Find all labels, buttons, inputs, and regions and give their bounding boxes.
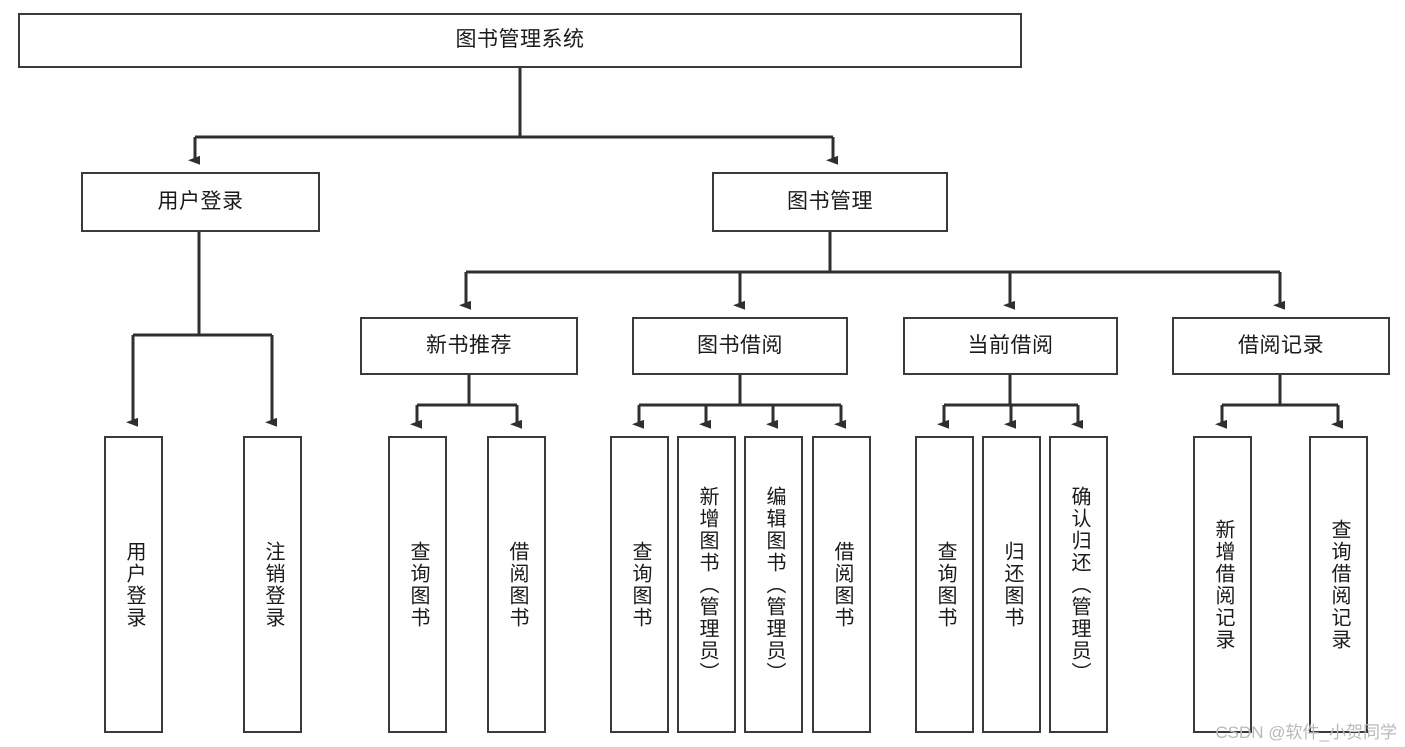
node-book-borrow[interactable]: 图书借阅 xyxy=(632,317,848,375)
node-root-label: 图书管理系统 xyxy=(455,28,585,52)
node-leaf-borrow-book-2[interactable]: 借阅图书 xyxy=(812,436,871,733)
node-leaf-edit-book-label: 编辑图书（管理员） xyxy=(763,485,785,684)
node-borrow-record[interactable]: 借阅记录 xyxy=(1172,317,1390,375)
node-leaf-borrow-book-1[interactable]: 借阅图书 xyxy=(487,436,546,733)
node-leaf-query-book-2-label: 查询图书 xyxy=(629,540,651,629)
node-leaf-user-login[interactable]: 用户登录 xyxy=(104,436,163,733)
node-leaf-query-book-1[interactable]: 查询图书 xyxy=(388,436,447,733)
node-borrow-record-label: 借阅记录 xyxy=(1238,333,1324,357)
node-leaf-return-book-label: 归还图书 xyxy=(1001,540,1023,629)
node-user-login[interactable]: 用户登录 xyxy=(81,172,320,232)
node-leaf-query-book-3[interactable]: 查询图书 xyxy=(915,436,974,733)
node-leaf-query-book-1-label: 查询图书 xyxy=(407,540,429,629)
node-leaf-query-record-label: 查询借阅记录 xyxy=(1328,518,1350,651)
node-leaf-add-record-label: 新增借阅记录 xyxy=(1212,518,1234,651)
node-leaf-return-book[interactable]: 归还图书 xyxy=(982,436,1041,733)
node-new-book-recommend-label: 新书推荐 xyxy=(426,333,512,357)
node-leaf-query-book-2[interactable]: 查询图书 xyxy=(610,436,669,733)
node-book-manage-label: 图书管理 xyxy=(787,189,873,213)
node-leaf-logout[interactable]: 注销登录 xyxy=(243,436,302,733)
node-leaf-confirm-return-label: 确认归还（管理员） xyxy=(1068,485,1090,684)
node-leaf-add-book-label: 新增图书（管理员） xyxy=(696,485,718,684)
node-current-borrow[interactable]: 当前借阅 xyxy=(903,317,1118,375)
node-user-login-label: 用户登录 xyxy=(157,189,244,213)
node-leaf-query-record[interactable]: 查询借阅记录 xyxy=(1309,436,1368,733)
node-leaf-add-book[interactable]: 新增图书（管理员） xyxy=(677,436,736,733)
node-book-manage[interactable]: 图书管理 xyxy=(712,172,948,232)
node-leaf-user-login-label: 用户登录 xyxy=(123,540,145,629)
node-leaf-edit-book[interactable]: 编辑图书（管理员） xyxy=(744,436,803,733)
node-leaf-logout-label: 注销登录 xyxy=(262,540,284,629)
node-leaf-add-record[interactable]: 新增借阅记录 xyxy=(1193,436,1252,733)
node-leaf-borrow-book-1-label: 借阅图书 xyxy=(506,540,528,629)
node-root[interactable]: 图书管理系统 xyxy=(18,13,1022,68)
node-new-book-recommend[interactable]: 新书推荐 xyxy=(360,317,578,375)
node-leaf-confirm-return[interactable]: 确认归还（管理员） xyxy=(1049,436,1108,733)
node-current-borrow-label: 当前借阅 xyxy=(967,333,1054,357)
node-book-borrow-label: 图书借阅 xyxy=(697,333,783,357)
node-leaf-query-book-3-label: 查询图书 xyxy=(934,540,956,629)
node-leaf-borrow-book-2-label: 借阅图书 xyxy=(831,540,853,629)
